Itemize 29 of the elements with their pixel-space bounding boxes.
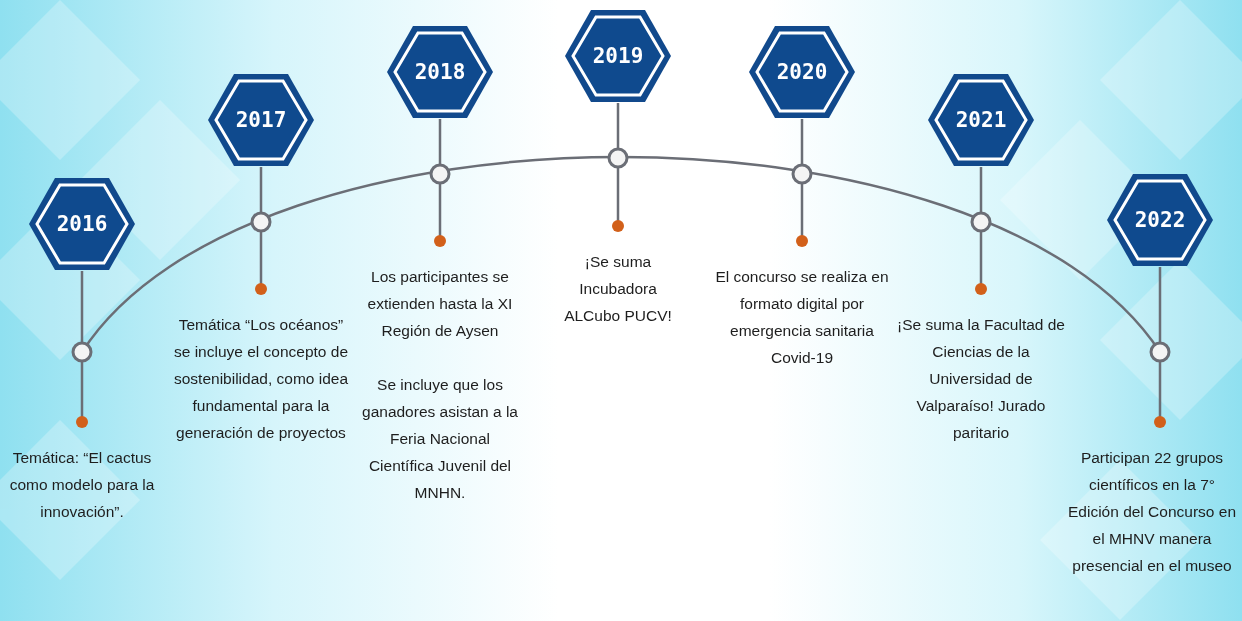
timeline-connector (791, 119, 813, 247)
year-label: 2018 (413, 59, 467, 86)
year-label: 2020 (775, 59, 829, 86)
timeline-connector (970, 167, 992, 295)
milestone-description: ¡Se suma Incubadora ALCubo PUCV! (563, 252, 673, 326)
year-hexagon (386, 25, 494, 119)
milestone-description: Temática: “El cactus como modelo para la innovación”. (8, 448, 156, 522)
year-hexagon (1106, 173, 1214, 267)
timeline-connector (607, 103, 629, 232)
year-hexagon (28, 177, 136, 271)
timeline-connector (71, 271, 93, 428)
timeline-connector (429, 119, 451, 247)
milestone-description: ¡Se suma la Facultad de Ciencias de la Universidad de Valparaíso! Jurado paritario (896, 315, 1066, 443)
timeline-connector (1149, 267, 1171, 428)
year-label: 2021 (954, 107, 1008, 134)
year-label: 2022 (1133, 207, 1187, 234)
milestone-description: El concurso se realiza en formato digital por emergencia sanitaria Covid-19 (714, 267, 890, 368)
year-hexagon (207, 73, 315, 167)
year-label: 2017 (234, 107, 288, 134)
milestone-description: Se incluye que los ganadores asistan a la Feria Nacional Científica Juvenil del MNHN. (361, 375, 519, 503)
year-hexagon (564, 9, 672, 103)
timeline-connector (250, 167, 272, 295)
year-label: 2016 (55, 211, 109, 238)
year-hexagon (927, 73, 1035, 167)
year-hexagon (748, 25, 856, 119)
milestone-description: Temática “Los océanos” se incluye el concepto de sostenibilidad, como idea fundamental para la generación de proyectos (172, 315, 350, 443)
milestone-description: Los participantes se extienden hasta la XI Región de Aysen (366, 267, 514, 341)
year-label: 2019 (591, 43, 645, 70)
milestone-description: Participan 22 grupos científicos en la 7° Edición del Concurso en el MHNV manera presencial en el museo (1067, 448, 1237, 576)
